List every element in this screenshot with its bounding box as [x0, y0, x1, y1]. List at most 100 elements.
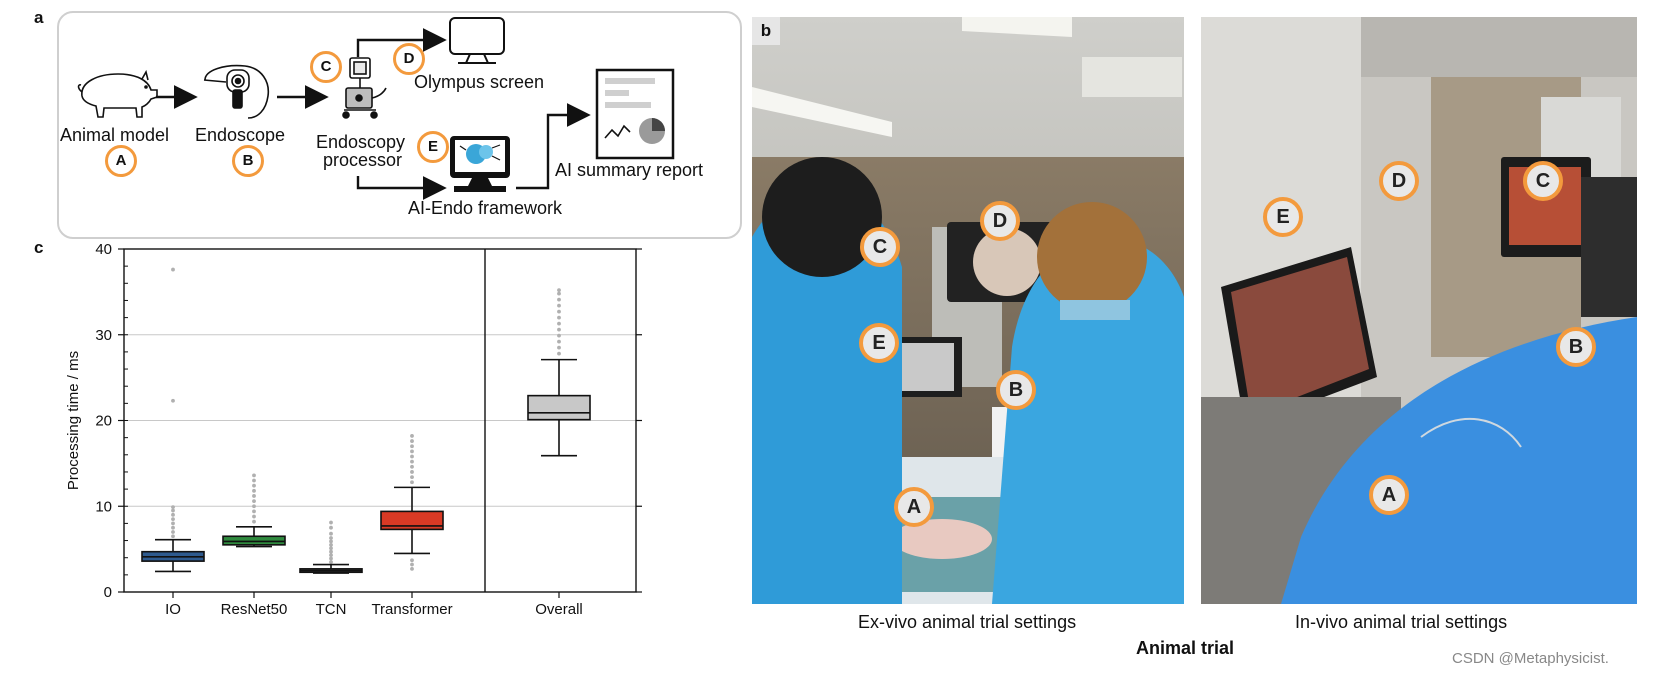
box-tcn-outlier [329, 536, 333, 540]
box-transformer-outlier [410, 449, 414, 454]
ai-summary-report-icon [595, 68, 675, 160]
y-tick-label: 0 [104, 584, 112, 601]
in-vivo-marker-d: D [1379, 161, 1419, 201]
y-tick-label: 20 [95, 413, 112, 430]
box-io-outlier [171, 508, 175, 513]
box-resnet50-outlier [252, 514, 256, 519]
box-io-outlier [171, 398, 175, 403]
in-vivo-marker-e: E [1263, 197, 1303, 237]
box-resnet50-outlier [252, 499, 256, 504]
animal-model-label: Animal model [60, 125, 170, 145]
endoscopy-processor-label-line1: Endoscopy [316, 132, 406, 152]
ai-endo-workstation-icon [450, 136, 510, 192]
endoscopy-processor-label-line2: processor [323, 150, 403, 170]
flow-arrows [156, 28, 591, 200]
box-tcn-outlier [329, 531, 333, 536]
box-resnet50-outlier [252, 473, 256, 478]
y-axis-label: Processing time / ms [65, 351, 82, 490]
box-transformer-outlier [410, 566, 414, 571]
box-tcn-outlier [329, 539, 333, 544]
box-transformer-outlier [410, 464, 414, 469]
marker-b: B [232, 145, 264, 177]
ai-endo-framework-label: AI-Endo framework [408, 198, 563, 218]
box-transformer-outlier [410, 475, 414, 479]
box-io-outlier [171, 525, 175, 530]
box-tcn-outlier [329, 549, 333, 554]
workflow-diagram-graphics [77, 17, 675, 200]
box-tcn-outlier [329, 525, 333, 530]
y-tick-label: 10 [95, 498, 112, 515]
box-overall-outlier [557, 291, 561, 296]
box-overall-outlier [557, 339, 561, 344]
box-resnet50-outlier [252, 494, 256, 498]
box-io-outlier [171, 512, 175, 517]
box-resnet50-outlier [252, 509, 256, 514]
box-transformer-outlier [410, 439, 414, 443]
ex-vivo-marker-a: A [894, 487, 934, 527]
box-overall-outlier [557, 321, 561, 326]
marker-a: A [105, 145, 137, 177]
box-transformer-outlier [410, 558, 414, 563]
box-io-outlier [171, 521, 175, 526]
box-transformer-outlier [410, 480, 414, 485]
endoscope-icon [203, 64, 270, 119]
box-tcn-outlier [329, 556, 333, 561]
ex-vivo-marker-b: B [996, 370, 1036, 410]
box-tcn-outlier [329, 542, 333, 547]
ex-vivo-marker-c: C [860, 227, 900, 267]
box-transformer-outlier [410, 562, 414, 567]
box-io-outlier [171, 530, 175, 534]
ex-vivo-marker-e: E [859, 323, 899, 363]
ex-vivo-scene-illustration [752, 17, 1184, 604]
box-transformer-iqr [380, 510, 444, 531]
box-tcn-outlier [329, 520, 333, 525]
marker-e: E [417, 131, 449, 163]
ex-vivo-trial-photo: b A B C D E [752, 17, 1184, 604]
endoscope-label: Endoscope [195, 125, 286, 145]
in-vivo-marker-a: A [1369, 475, 1409, 515]
box-overall-outlier [557, 315, 561, 320]
box-overall-outlier [557, 327, 561, 332]
box-resnet50-outlier [252, 504, 256, 509]
in-vivo-caption: In-vivo animal trial settings [1295, 612, 1508, 632]
y-tick-label: 30 [95, 327, 112, 344]
box-overall-outlier [557, 309, 561, 314]
ex-vivo-marker-d: D [980, 201, 1020, 241]
box-transformer-outlier [410, 459, 414, 464]
x-tick-label: Transformer [371, 601, 452, 618]
x-tick-label: ResNet50 [221, 601, 288, 618]
box-tcn-outlier [329, 560, 333, 564]
box-resnet50-outlier [252, 483, 256, 488]
in-vivo-trial-photo: A B C D E [1201, 17, 1637, 604]
y-tick-label: 40 [95, 241, 112, 258]
panel-letter-b: b [752, 17, 780, 45]
x-tick-label: IO [165, 601, 181, 618]
panel-letter-a: a [34, 8, 44, 27]
box-io-outlier [171, 505, 175, 510]
olympus-screen-label: Olympus screen [414, 72, 545, 92]
box-transformer-outlier [410, 434, 414, 438]
box-resnet50-outlier [252, 488, 256, 493]
x-tick-label: TCN [316, 601, 347, 618]
box-overall-iqr [527, 394, 591, 421]
box-resnet50-iqr [222, 535, 286, 546]
olympus-monitor-icon [449, 17, 505, 64]
in-vivo-marker-b: B [1556, 327, 1596, 367]
box-tcn-outlier [329, 553, 333, 558]
box-io-outlier [171, 517, 175, 522]
in-vivo-marker-c: C [1523, 161, 1563, 201]
in-vivo-scene-illustration [1201, 17, 1637, 604]
box-overall-outlier [557, 333, 561, 338]
ex-vivo-caption: Ex-vivo animal trial settings [858, 612, 1077, 632]
box-resnet50-outlier [252, 519, 256, 524]
box-io-outlier [171, 534, 175, 539]
box-transformer-outlier [410, 454, 414, 459]
box-transformer-outlier [410, 444, 414, 449]
box-tcn-outlier [329, 546, 333, 551]
plot-frame [123, 248, 637, 593]
box-resnet50-outlier [252, 478, 256, 483]
box-overall-outlier [557, 303, 561, 308]
ai-summary-report-label: AI summary report [555, 160, 704, 180]
marker-d: D [393, 43, 425, 75]
